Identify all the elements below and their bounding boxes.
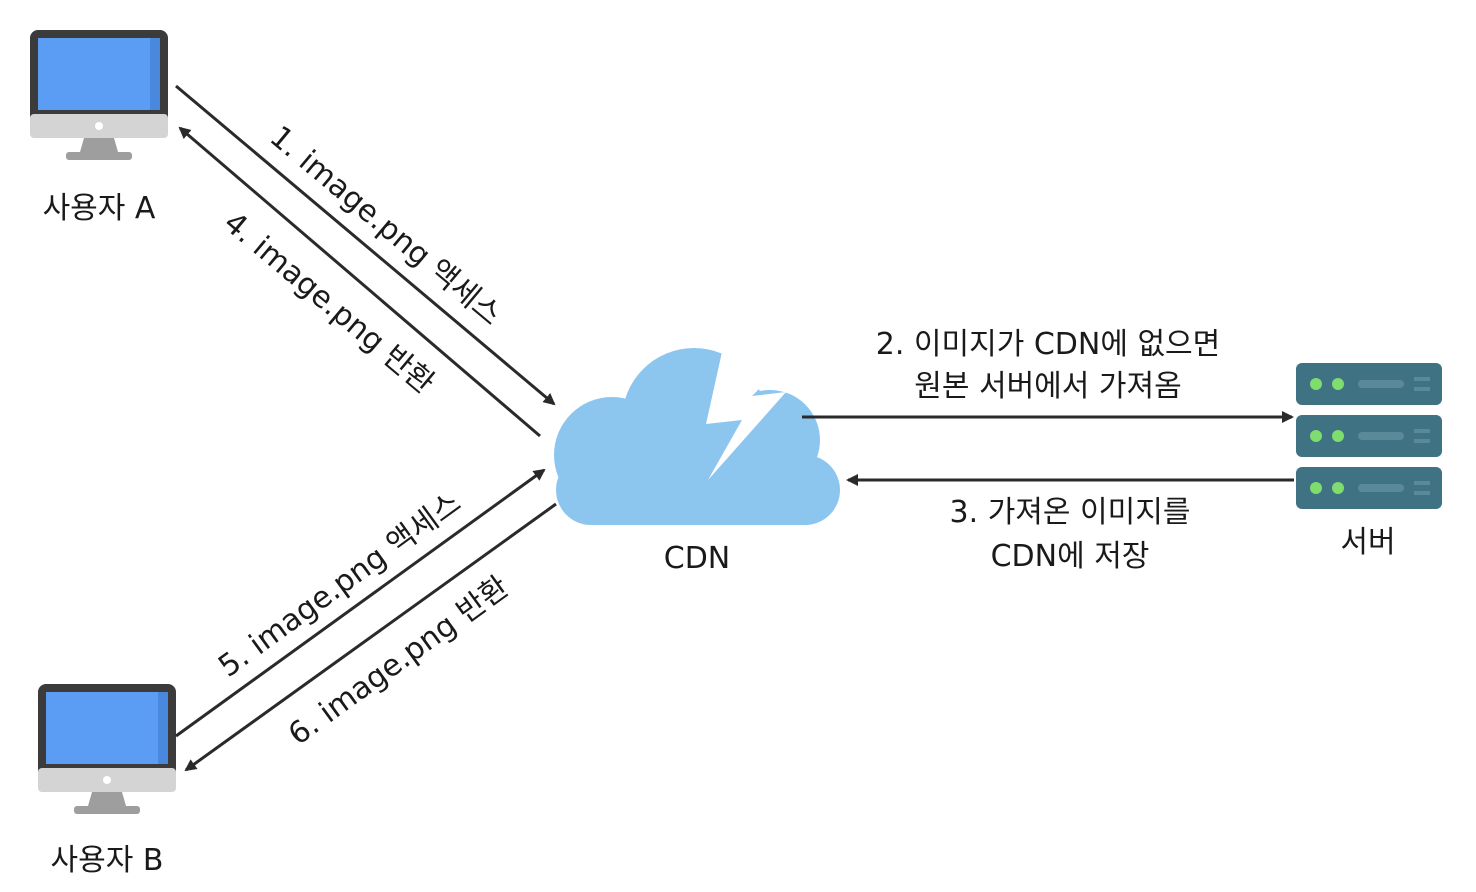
user-a-computer: 사용자 A <box>30 30 168 226</box>
user-b-computer: 사용자 B <box>38 684 176 878</box>
cloud-lightning-icon <box>554 348 840 525</box>
desktop-monitor-icon <box>38 684 176 814</box>
user-b-label: 사용자 B <box>51 843 164 878</box>
desktop-monitor-icon <box>30 30 168 160</box>
step3-label-line1: 3. 가져온 이미지를 <box>950 495 1191 530</box>
server-rack-icon <box>1296 363 1442 509</box>
server-label: 서버 <box>1340 525 1395 560</box>
arrow-step4 <box>178 126 541 438</box>
arrow-step5 <box>175 468 546 738</box>
step2-label-line1: 2. 이미지가 CDN에 없으면 <box>876 327 1221 362</box>
cdn-label: CDN <box>664 541 731 576</box>
server-node: 서버 <box>1296 363 1442 560</box>
cdn-node: CDN <box>554 348 840 576</box>
step3-label-line2: CDN에 저장 <box>991 539 1150 574</box>
user-a-label: 사용자 A <box>43 191 156 226</box>
arrow-step6 <box>184 502 557 772</box>
step2-label-line2: 원본 서버에서 가져옴 <box>914 369 1181 404</box>
arrow-step1 <box>175 84 556 406</box>
